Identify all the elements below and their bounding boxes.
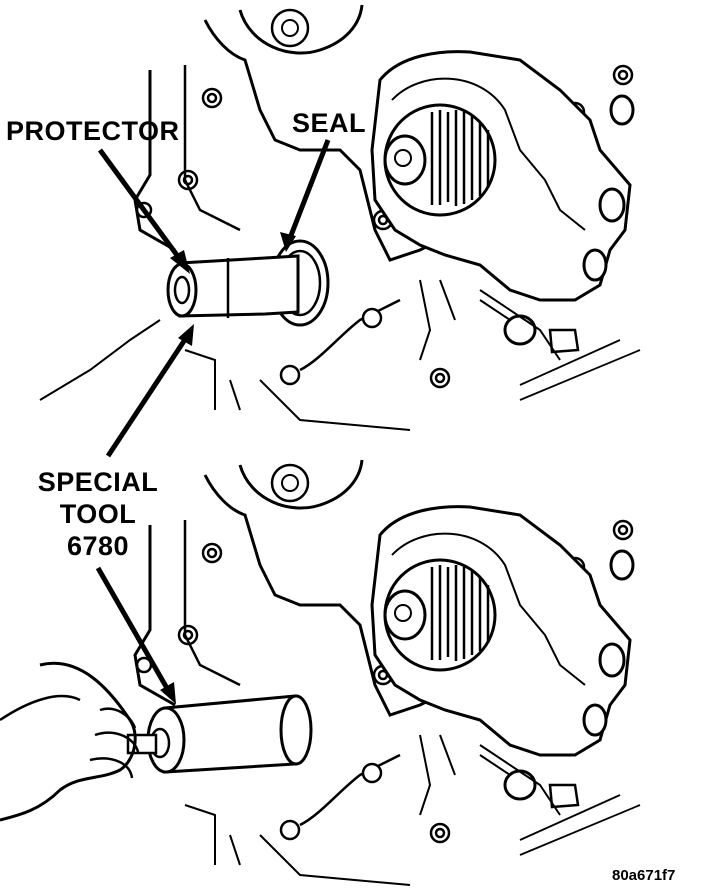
seal-arrow	[280, 139, 331, 252]
figure-reference: 80a671f7	[612, 867, 676, 884]
special-tool-arrow-bottom	[95, 566, 176, 704]
special-tool-label-line3: 6780	[66, 531, 130, 561]
engine-front-view-bottom	[133, 458, 642, 887]
engine-front-view-top	[133, 3, 642, 432]
special-tool-label: SPECIAL TOOL 6780	[32, 466, 164, 562]
special-tool-arrow-top	[105, 324, 194, 458]
special-tool-label-line2: TOOL	[59, 499, 137, 529]
special-tool-label-line1: SPECIAL	[37, 467, 159, 497]
seal-label: SEAL	[292, 108, 367, 138]
hand-holding-tool	[0, 661, 140, 822]
protector-arrow	[97, 148, 190, 274]
protector-label: PROTECTOR	[6, 116, 180, 146]
special-tool-6780	[126, 694, 313, 774]
